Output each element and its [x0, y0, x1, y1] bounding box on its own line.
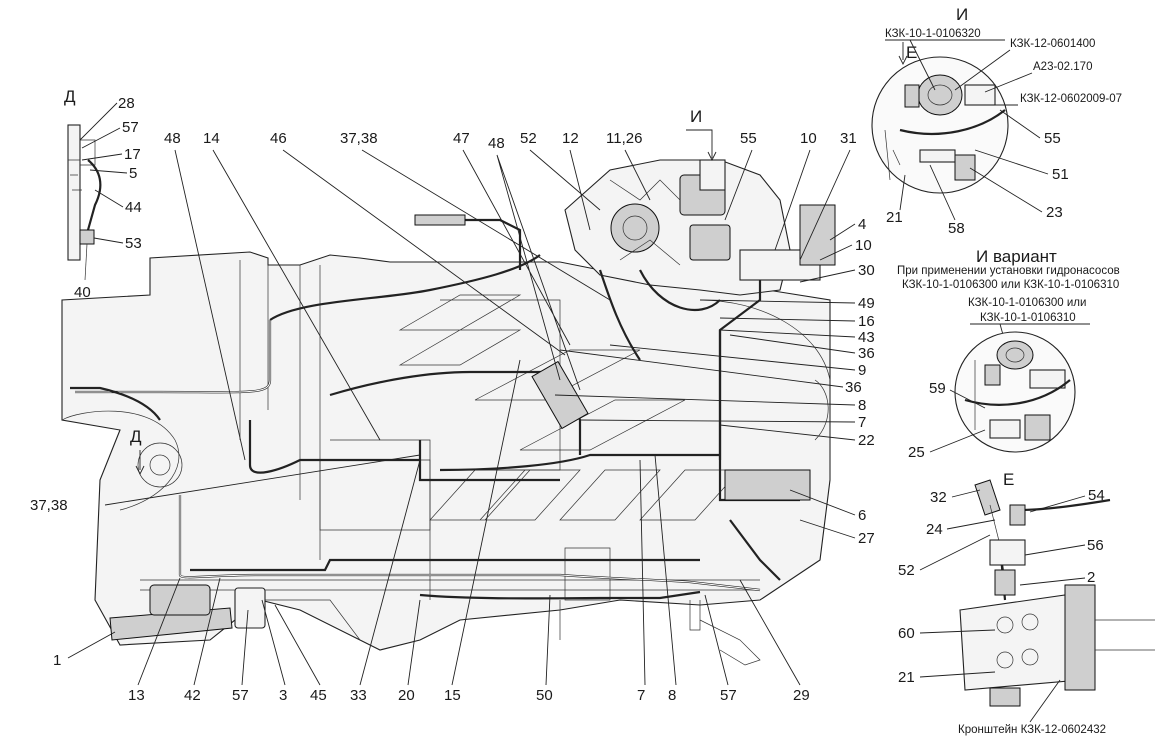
detail-e-title: Е [1003, 470, 1014, 489]
view-i-detail: И Е [871, 5, 1009, 194]
view-i-label: И [690, 107, 702, 126]
callout-21-detail: 21 [886, 209, 903, 226]
callout-1: 1 [53, 652, 61, 669]
callout-52: 52 [520, 130, 537, 147]
view-d-detail: Д [64, 87, 102, 281]
callout-21-e: 21 [898, 669, 915, 686]
variant-detail-circle [954, 331, 1076, 453]
callout-10-top: 10 [800, 130, 817, 147]
callout-8-right: 8 [858, 397, 866, 414]
view-i-arrow [686, 129, 717, 162]
callout-46: 46 [270, 130, 287, 147]
callout-11-26: 11,26 [606, 130, 642, 147]
callout-54-e: 54 [1088, 487, 1105, 504]
callout-60-e: 60 [898, 625, 915, 642]
callout-36-a: 36 [858, 345, 875, 362]
view-d-arrow-label: Д [130, 427, 142, 446]
callout-15: 15 [444, 687, 461, 704]
callout-7-bottom: 7 [637, 687, 645, 704]
callout-28: 28 [118, 95, 135, 112]
callout-9: 9 [858, 362, 866, 379]
variant-note-line2: КЗК-10-1-0106300 или КЗК-10-1-0106310 [902, 279, 1119, 291]
variant-note-line1: При применении установки гидронасосов [897, 265, 1120, 277]
callout-4: 4 [858, 216, 866, 233]
callout-12: 12 [562, 130, 579, 147]
callout-53: 53 [125, 235, 142, 252]
callout-37-38-top: 37,38 [340, 130, 378, 147]
machine-body [61, 251, 831, 666]
callout-24-e: 24 [926, 521, 943, 538]
part-a23-02-170: А23-02.170 [1033, 61, 1092, 73]
detail-i-e-label: Е [906, 43, 917, 62]
callout-27: 27 [858, 530, 875, 547]
callout-49: 49 [858, 295, 875, 312]
callout-5: 5 [129, 165, 137, 182]
detail-i-title: И [956, 5, 968, 24]
callout-40: 40 [74, 284, 91, 301]
view-e-arrow [898, 42, 908, 66]
variant-title: И вариант [976, 247, 1057, 266]
callout-31: 31 [840, 130, 857, 147]
callout-23-detail: 23 [1046, 204, 1063, 221]
callout-2-e: 2 [1087, 569, 1095, 586]
callout-57-d: 57 [122, 119, 139, 136]
callout-37-38-left: 37,38 [30, 497, 68, 514]
callout-51-detail: 51 [1052, 166, 1069, 183]
variant-part-line1: КЗК-10-1-0106300 или [968, 297, 1086, 309]
callout-20: 20 [398, 687, 415, 704]
view-d-label: Д [64, 87, 76, 106]
callout-57-bottom-a: 57 [232, 687, 249, 704]
part-kzk-10-1-0106320: КЗК-10-1-0106320 [885, 28, 981, 40]
callout-44: 44 [125, 199, 142, 216]
callout-57-bottom-b: 57 [720, 687, 737, 704]
callout-3: 3 [279, 687, 287, 704]
view-d-arrow [135, 450, 145, 476]
callout-33: 33 [350, 687, 367, 704]
callout-59-variant: 59 [929, 380, 946, 397]
callout-42: 42 [184, 687, 201, 704]
callout-55-detail: 55 [1044, 130, 1061, 147]
bracket-note: Кронштейн КЗК-12-0602432 [958, 724, 1106, 736]
callout-47: 47 [453, 130, 470, 147]
callout-30: 30 [858, 262, 875, 279]
callout-16: 16 [858, 313, 875, 330]
callout-36-b: 36 [845, 379, 862, 396]
callout-43: 43 [858, 329, 875, 346]
part-kzk-12-0601400: КЗК-12-0601400 [1010, 38, 1095, 50]
callout-7-right: 7 [858, 414, 866, 431]
callout-29: 29 [793, 687, 810, 704]
callout-32-e: 32 [930, 489, 947, 506]
callout-48-a: 48 [164, 130, 181, 147]
callout-58-detail: 58 [948, 220, 965, 237]
callout-14: 14 [203, 130, 220, 147]
callout-22: 22 [858, 432, 875, 449]
callout-25-variant: 25 [908, 444, 925, 461]
variant-part-line2: КЗК-10-1-0106310 [980, 312, 1076, 324]
callout-55: 55 [740, 130, 757, 147]
callout-6: 6 [858, 507, 866, 524]
callout-10-right: 10 [855, 237, 872, 254]
pump-cluster [564, 159, 836, 460]
callout-52-e: 52 [898, 562, 915, 579]
hydraulic-lines [70, 214, 811, 600]
part-kzk-12-0602009-07: КЗК-12-0602009-07 [1020, 93, 1122, 105]
callout-48-b: 48 [488, 135, 505, 152]
callout-8-bottom: 8 [668, 687, 676, 704]
callout-17: 17 [124, 146, 141, 163]
callout-13: 13 [128, 687, 145, 704]
callout-56-e: 56 [1087, 537, 1104, 554]
callout-50: 50 [536, 687, 553, 704]
view-e-detail [959, 479, 1155, 707]
callout-45: 45 [310, 687, 327, 704]
